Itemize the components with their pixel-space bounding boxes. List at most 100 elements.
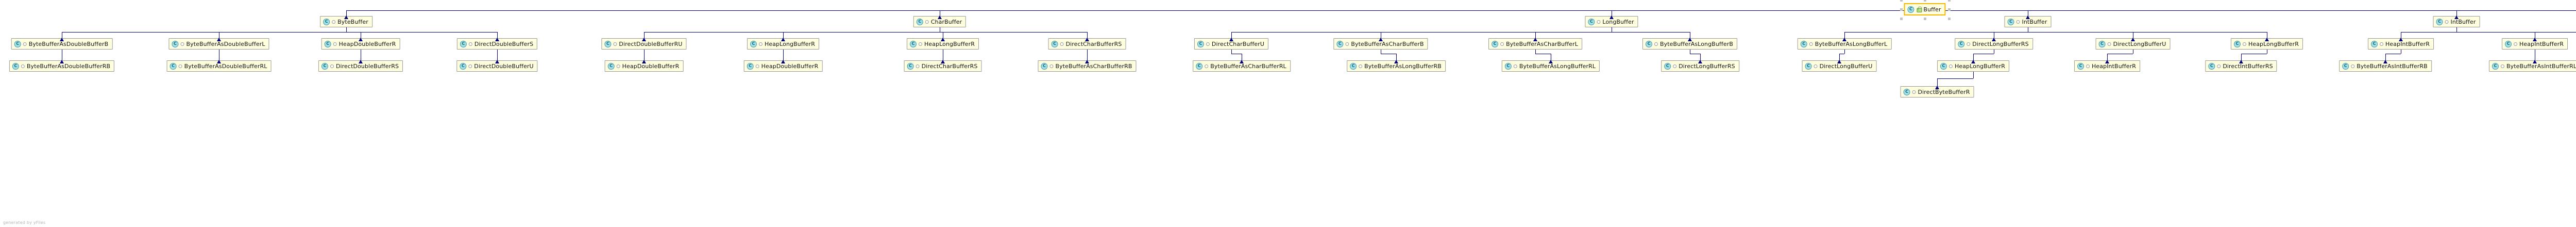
resize-handle[interactable] <box>1947 18 1951 20</box>
inheritance-arrow <box>2533 60 2537 63</box>
inheritance-arrow <box>1688 38 1692 41</box>
member-dot-icon <box>2242 42 2246 46</box>
edge-segment <box>1844 32 2267 33</box>
member-dot-icon <box>1673 64 1677 68</box>
member-dot-icon <box>23 42 27 46</box>
inheritance-arrow <box>1533 38 1537 41</box>
member-dot-icon <box>21 64 25 68</box>
inheritance-arrow <box>344 15 348 19</box>
class-node-label: DirectLongBufferRS <box>1972 40 2029 47</box>
inheritance-arrow <box>1229 38 1233 41</box>
member-dot-icon <box>1597 20 1601 24</box>
class-icon: C <box>916 18 923 25</box>
class-node-label: DirectIntBufferRS <box>2223 62 2273 70</box>
class-node-label: ByteBufferAsLongBufferB <box>1660 40 1733 47</box>
class-node-label: IntBuffer <box>2450 18 2476 25</box>
class-icon: C <box>324 40 331 47</box>
class-node-label: DirectDoubleBufferS <box>474 40 534 47</box>
member-dot-icon <box>332 20 336 24</box>
edge-segment <box>1844 32 1845 38</box>
class-icon: C <box>321 62 328 70</box>
class-node-label: ByteBufferAsDoubleBufferRB <box>26 62 111 70</box>
class-icon: C <box>1588 18 1595 25</box>
resize-handle[interactable] <box>1900 18 1903 20</box>
inheritance-arrow <box>359 38 363 41</box>
member-dot-icon <box>2380 42 2384 46</box>
class-node[interactable]: C CharBuffer <box>913 16 967 27</box>
class-node-label: CharBuffer <box>930 18 962 25</box>
class-node-label: HeapIntBufferR <box>2519 40 2564 47</box>
edge-segment <box>644 50 645 54</box>
resize-handle[interactable] <box>1900 0 1903 2</box>
edge-segment <box>2456 27 2457 32</box>
class-node-label: ByteBufferAsIntBufferRB <box>2357 62 2428 70</box>
class-icon: C <box>1350 62 1357 70</box>
class-node-label: ByteBufferAsDoubleBufferL <box>186 40 265 47</box>
member-dot-icon <box>1967 42 1971 46</box>
inheritance-arrow <box>1935 86 1939 89</box>
inheritance-arrow <box>2399 38 2403 41</box>
class-icon: C <box>907 62 914 70</box>
edge-segment <box>1937 78 1973 79</box>
member-dot-icon <box>468 64 472 68</box>
edge-segment <box>2456 10 2457 16</box>
inheritance-arrow <box>781 38 785 41</box>
class-icon: C <box>1197 40 1204 47</box>
member-dot-icon <box>916 64 920 68</box>
resize-handle[interactable] <box>1947 0 1951 2</box>
inheritance-arrow <box>2239 60 2243 63</box>
class-node-label: DirectDoubleBufferRS <box>335 62 399 70</box>
inheritance-arrow <box>217 38 221 41</box>
inheritance-arrow <box>1240 60 1244 63</box>
class-icon: C <box>607 62 615 70</box>
class-icon: C <box>12 62 19 70</box>
watermark-left: generated by yFiles <box>3 220 46 225</box>
resize-handle[interactable] <box>1900 8 1903 11</box>
class-icon: C <box>1051 40 1058 47</box>
edge-segment <box>346 10 347 16</box>
edge-segment <box>1087 54 1088 60</box>
member-dot-icon <box>330 64 334 68</box>
inheritance-arrow <box>495 60 499 63</box>
class-icon: C <box>14 40 21 47</box>
resize-handle[interactable] <box>1924 0 1926 2</box>
inheritance-arrow <box>642 60 646 63</box>
class-icon: C <box>460 62 467 70</box>
inheritance-arrow <box>2105 60 2109 63</box>
member-dot-icon <box>2086 64 2090 68</box>
edge-segment <box>783 54 784 60</box>
class-icon: C <box>1196 62 1203 70</box>
member-dot-icon <box>178 64 182 68</box>
resize-handle[interactable] <box>1947 8 1951 11</box>
class-node-label: DirectCharBufferRS <box>921 62 978 70</box>
class-icon: C <box>1907 6 1914 13</box>
inheritance-arrow <box>1549 60 1553 63</box>
class-node-label: HeapLongBufferR <box>924 40 975 47</box>
class-icon: C <box>1940 62 1947 70</box>
member-dot-icon <box>755 64 759 68</box>
member-dot-icon <box>2217 64 2221 68</box>
edge-segment <box>2107 54 2108 60</box>
class-icon: C <box>2505 40 2512 47</box>
class-node-label: ByteBufferAsLongBufferRB <box>1364 62 1442 70</box>
class-node[interactable]: C ByteBufferAsLongBufferRB <box>1347 60 1446 72</box>
edge-segment <box>346 27 347 32</box>
edge-segment <box>1087 32 1088 38</box>
resize-handle[interactable] <box>1924 18 1926 20</box>
inheritance-arrow <box>941 38 945 41</box>
class-icon: C <box>1504 62 1512 70</box>
class-node-label: ByteBufferAsDoubleBufferRL <box>184 62 267 70</box>
class-icon: C <box>909 40 917 47</box>
